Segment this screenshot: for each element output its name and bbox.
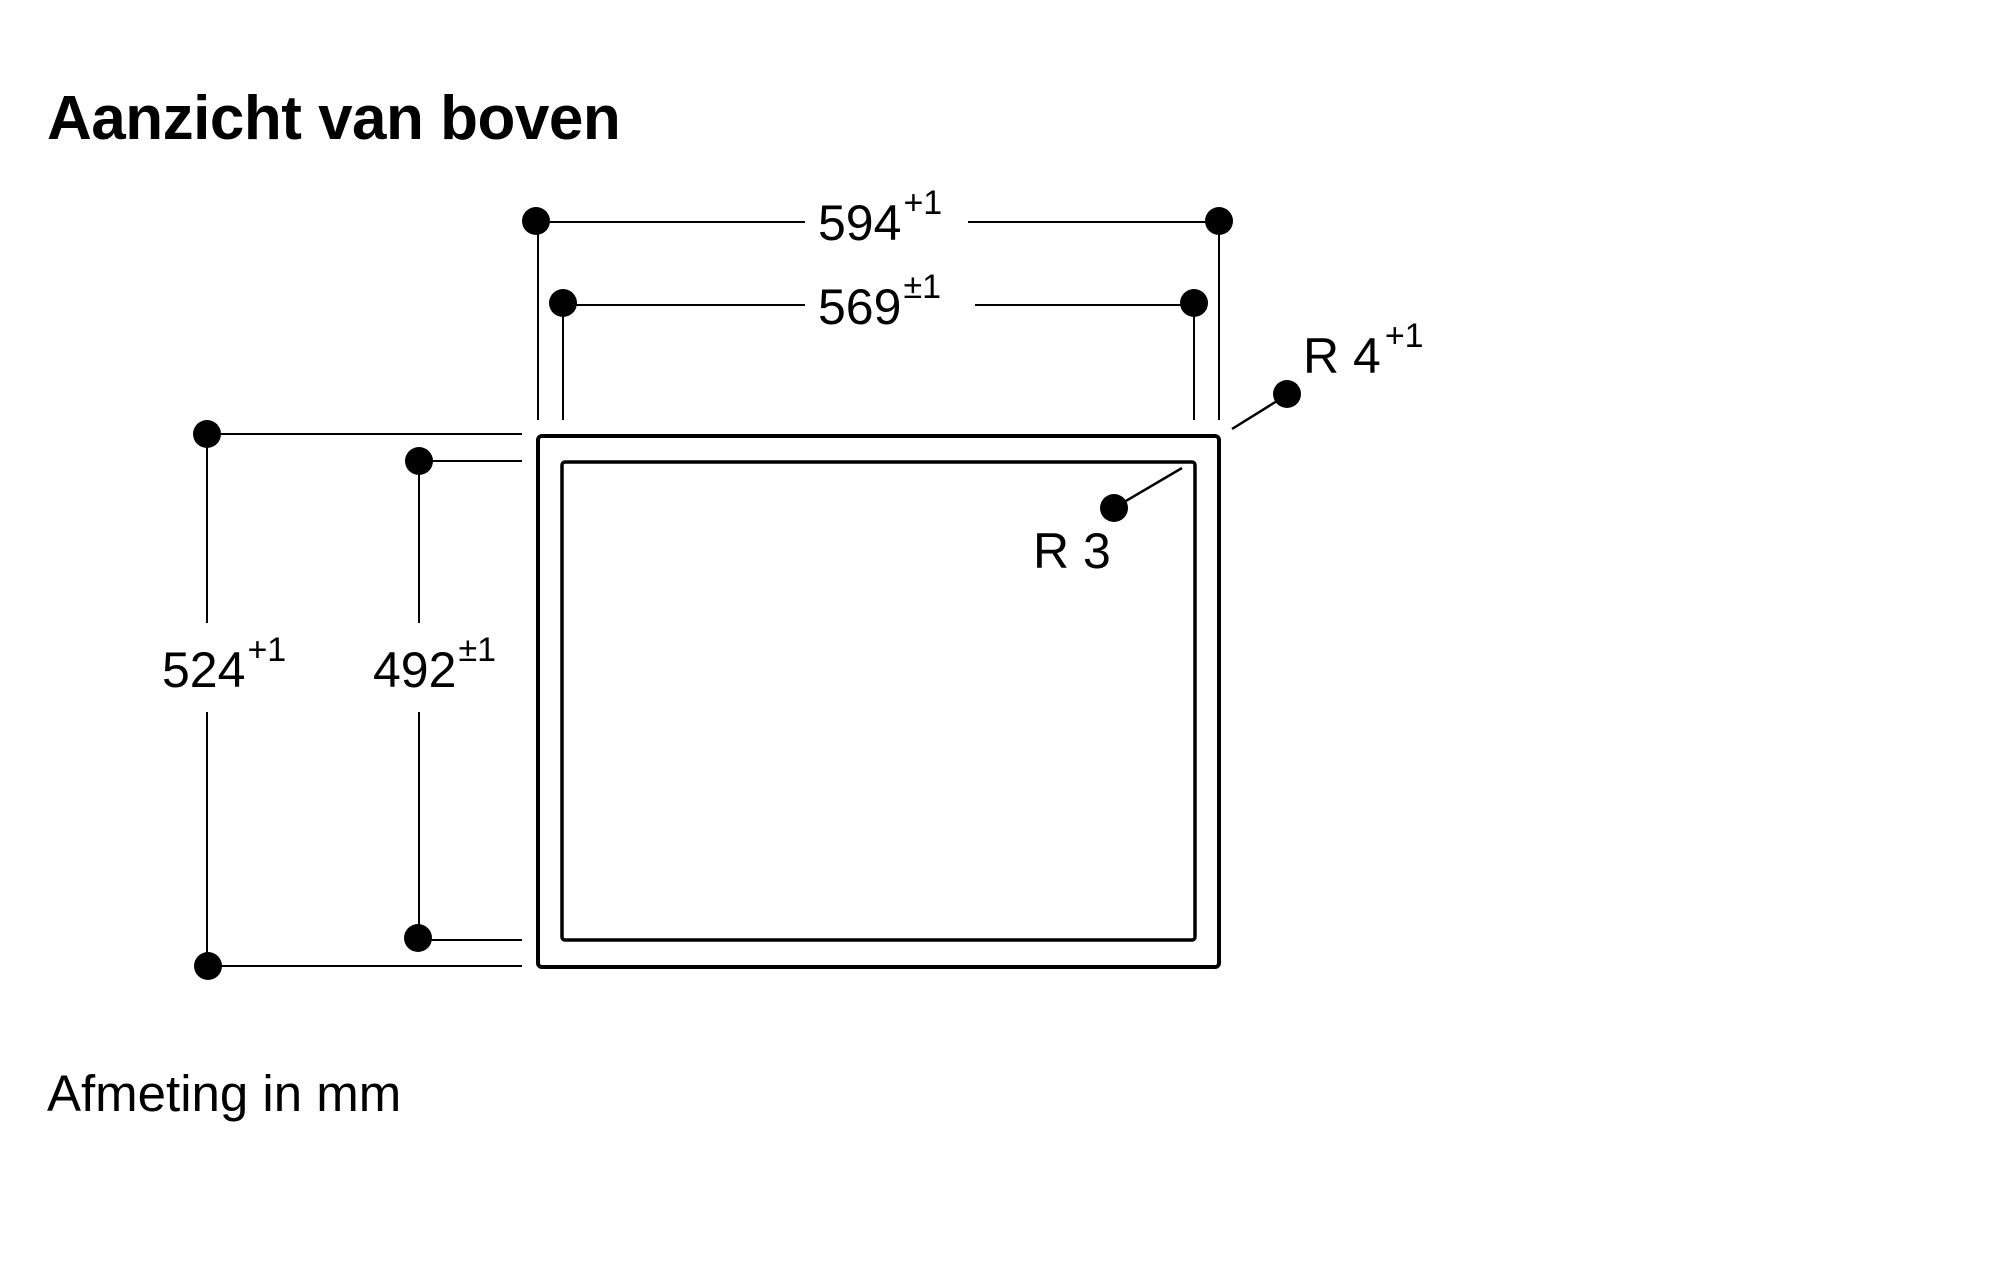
dimension-point [405, 447, 433, 475]
outer-radius-label: R 4+1 [1303, 317, 1424, 384]
dimension-point [1205, 207, 1233, 235]
radius-point [1100, 494, 1128, 522]
inner-depth-label: 492±1 [373, 631, 496, 698]
radius-point [1273, 380, 1301, 408]
dimension-point [404, 924, 432, 952]
inner-radius-label: R 3 [1033, 523, 1111, 579]
dimension-point [1180, 289, 1208, 317]
dimension-point [549, 289, 577, 317]
outer-cutout-outline [536, 434, 1221, 969]
inner-cutout-outline [560, 460, 1197, 942]
dimension-point [522, 207, 550, 235]
outer-depth-label: 524+1 [162, 631, 286, 698]
inner-width-label: 569±1 [818, 268, 941, 335]
page-title: Aanzicht van boven [47, 84, 621, 153]
dimension-point [194, 952, 222, 980]
outer-width-label: 594+1 [818, 184, 942, 251]
dimension-point [193, 420, 221, 448]
units-note: Afmeting in mm [47, 1065, 402, 1122]
